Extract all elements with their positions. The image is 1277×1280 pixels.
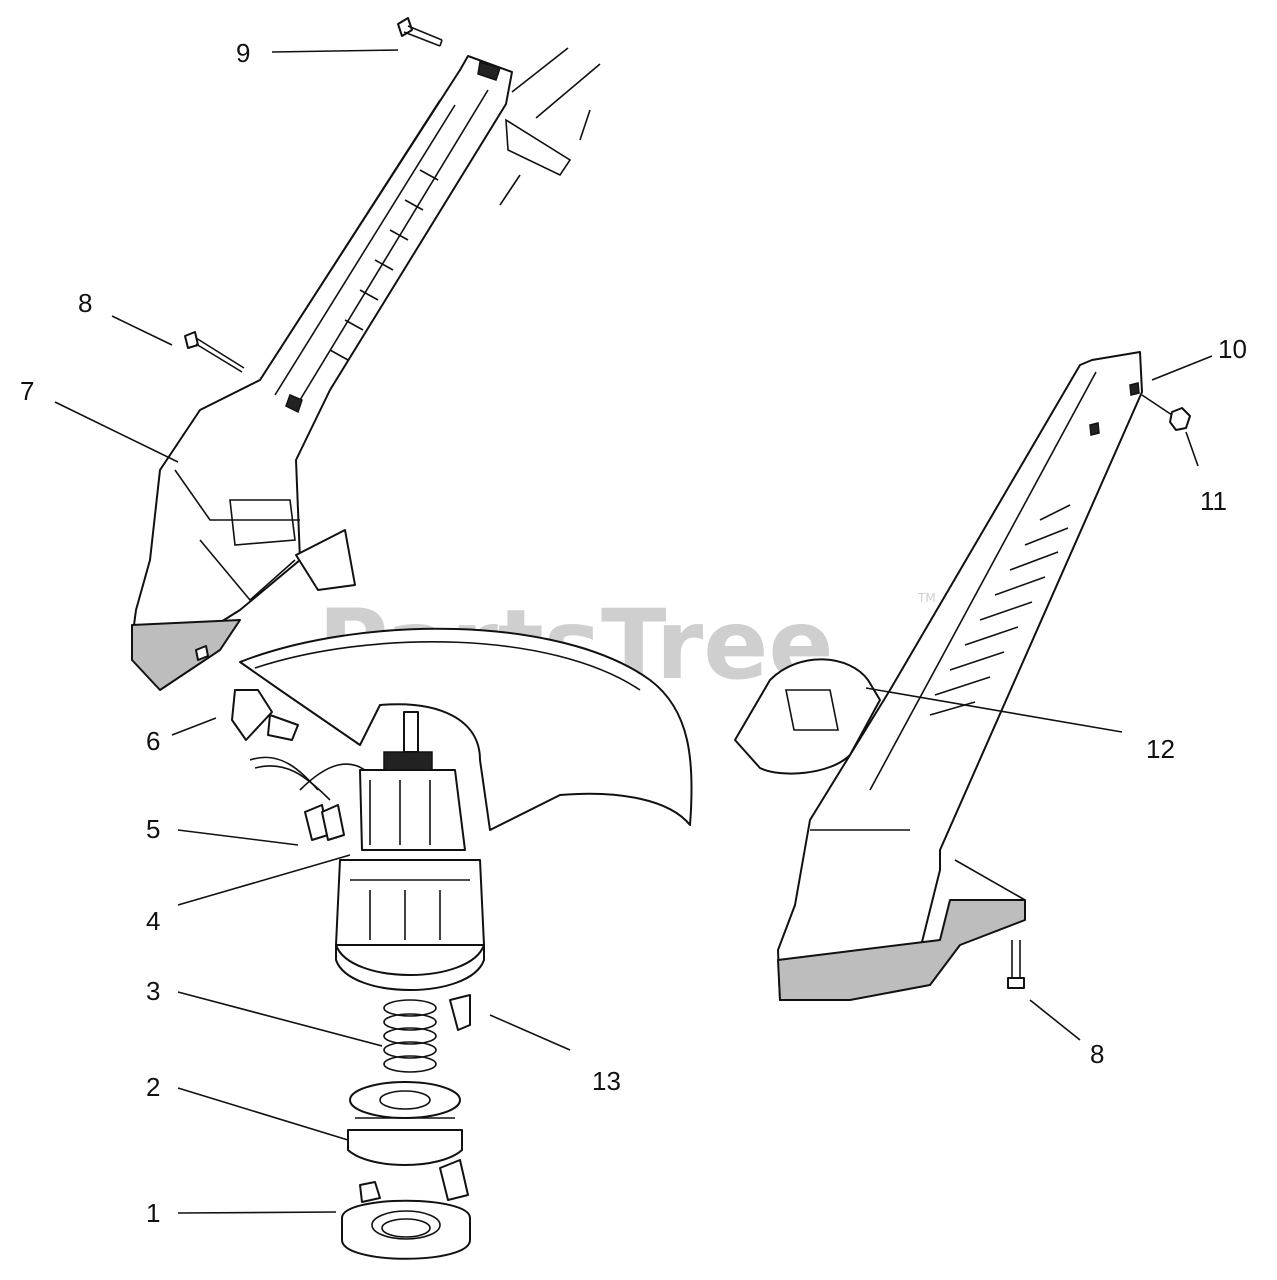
leader-6 <box>171 717 217 736</box>
leader-lines <box>54 49 1213 1214</box>
shaft-tube <box>499 47 601 206</box>
callout-8-left: 8 <box>78 288 92 318</box>
screw-top <box>397 17 443 47</box>
callout-2: 2 <box>146 1072 160 1102</box>
grass-guard <box>195 627 693 831</box>
spool-cap <box>341 1159 471 1260</box>
callout-1: 1 <box>146 1198 160 1228</box>
leader-8-right <box>1029 999 1081 1041</box>
callout-6: 6 <box>146 726 160 756</box>
leader-7 <box>54 401 179 463</box>
callout-11: 11 <box>1200 486 1227 516</box>
callout-7: 7 <box>20 376 34 406</box>
leader-12 <box>865 687 1123 733</box>
screw-right <box>1007 940 1025 989</box>
leader-4 <box>177 854 351 906</box>
upper-housing-half <box>734 351 1143 1001</box>
screw-left <box>184 331 245 373</box>
spring <box>383 999 437 1073</box>
leader-13 <box>489 1014 571 1051</box>
wire-connectors <box>249 756 366 841</box>
callout-3: 3 <box>146 976 160 1006</box>
callout-labels: 9 8 7 6 5 4 3 2 1 13 10 11 12 8 <box>20 38 1247 1228</box>
leader-1 <box>177 1211 337 1214</box>
leader-9 <box>271 49 399 53</box>
leader-10b <box>1141 394 1173 416</box>
leader-8-left <box>111 315 173 346</box>
callout-9: 9 <box>236 38 250 68</box>
watermark-trademark: TM <box>917 591 936 605</box>
callout-5: 5 <box>146 814 160 844</box>
callout-10: 10 <box>1218 334 1247 364</box>
callout-4: 4 <box>146 906 160 936</box>
callout-8-right: 8 <box>1090 1039 1104 1069</box>
leader-3 <box>177 991 383 1047</box>
leader-2 <box>177 1087 349 1141</box>
lower-housing-half <box>131 55 513 691</box>
leader-5 <box>177 829 299 846</box>
leader-10 <box>1151 355 1213 381</box>
leader-11 <box>1185 431 1199 467</box>
nut <box>1169 407 1191 431</box>
motor-tab <box>449 994 471 1031</box>
callout-12: 12 <box>1146 734 1175 764</box>
electric-motor <box>335 711 485 991</box>
callout-13: 13 <box>592 1066 621 1096</box>
line-spool <box>347 1081 463 1166</box>
